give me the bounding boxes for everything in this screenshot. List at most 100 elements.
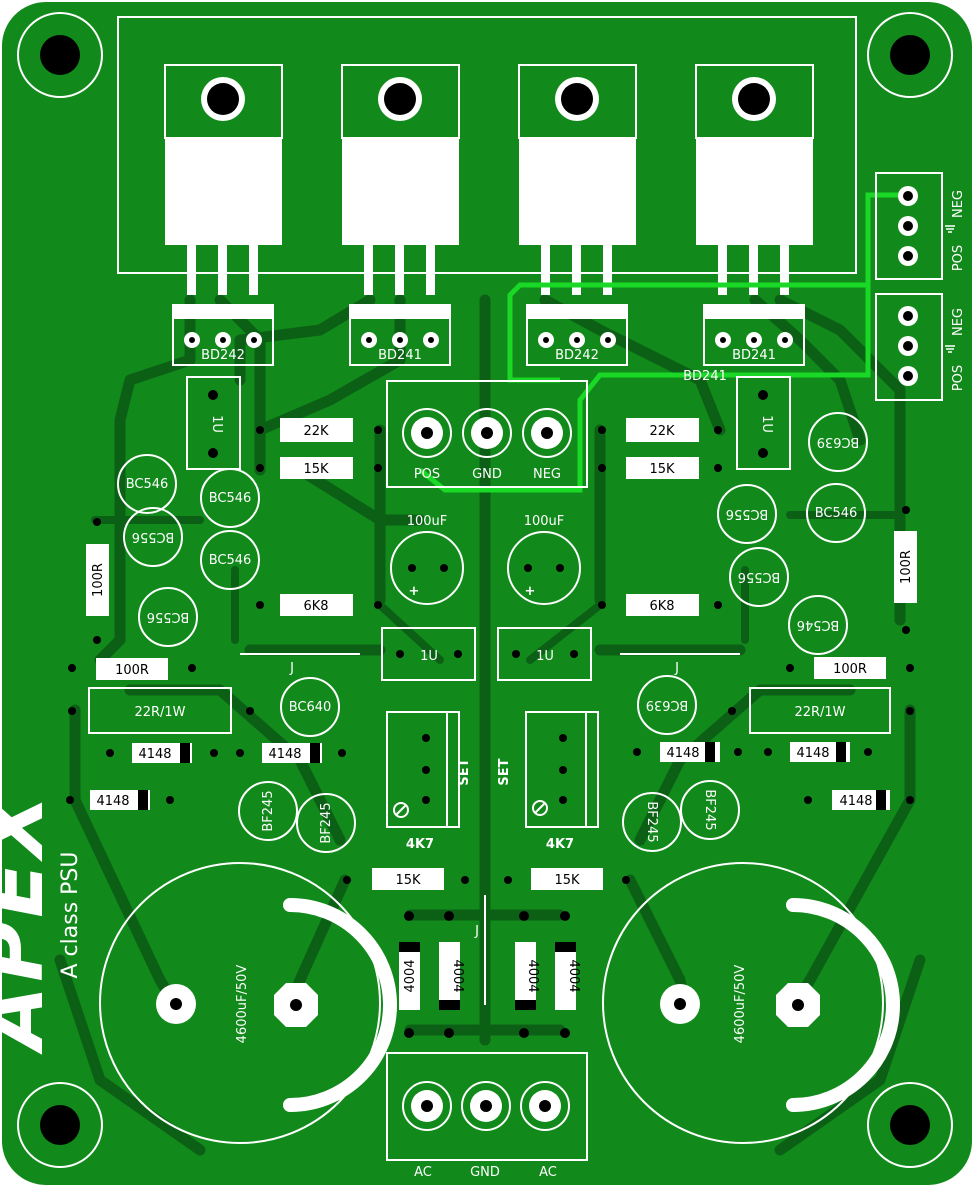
q-bc546-r2: BC546 (788, 595, 848, 655)
cap-1u-vertical-right: 1U (736, 376, 791, 470)
svg-text:6K8: 6K8 (649, 599, 674, 614)
svg-text:15K: 15K (649, 462, 675, 477)
resistor-100r-right-vert: 100R (894, 506, 917, 634)
svg-text:BC546: BC546 (815, 506, 858, 521)
resistor-6k8-right: 6K8 (598, 594, 722, 616)
svg-text:4148: 4148 (839, 794, 872, 809)
mount-hole-br (867, 1082, 953, 1168)
footprint-bd241-2: BD241 (703, 304, 805, 366)
label-pos-upper: POS (951, 245, 966, 271)
mount-hole-tr (867, 12, 953, 98)
resistor-6k8-left: 6K8 (256, 594, 382, 616)
svg-text:+: + (409, 584, 420, 599)
label-bd242-2: BD242 (555, 348, 599, 363)
svg-text:22R/1W: 22R/1W (134, 705, 185, 720)
label-ac-right: AC (539, 1165, 557, 1180)
to220-body-3 (518, 64, 637, 295)
resistor-22r-right: 22R/1W (728, 687, 914, 734)
diode-4004-d: 4004 (555, 911, 581, 1038)
label-neg-upper: NEG (951, 190, 966, 218)
svg-text:BC546: BC546 (126, 477, 169, 492)
label-bd241-2: BD241 (732, 348, 776, 363)
svg-text:BF245: BF245 (702, 789, 717, 830)
svg-text:1U: 1U (536, 649, 554, 664)
mount-hole-tl (17, 12, 103, 98)
svg-text:BC639: BC639 (646, 697, 689, 712)
to220-body-1 (164, 64, 283, 295)
svg-text:1U: 1U (759, 415, 774, 433)
q-bc546-l1: BC546 (117, 454, 177, 514)
label-gnd-top: GND (472, 467, 502, 482)
q-bc639-r1: BC639 (808, 412, 868, 472)
svg-text:BC556: BC556 (726, 506, 769, 521)
resistor-100r-left-horiz: 100R (68, 658, 196, 680)
q-bf245-c: BF245 (622, 792, 682, 852)
svg-text:+: + (525, 584, 536, 599)
resistor-22r-left: 22R/1W (68, 687, 254, 734)
q-bc556-r1: BC556 (717, 484, 777, 544)
svg-text:4148: 4148 (268, 747, 301, 762)
cap-1u-vertical-left: 1U (186, 376, 241, 470)
cap-100uf-left: + 100uF (390, 514, 464, 605)
svg-text:4004: 4004 (566, 959, 581, 992)
svg-text:4148: 4148 (96, 794, 129, 809)
svg-text:SET: SET (497, 758, 512, 785)
label-bd242-1: BD242 (201, 348, 245, 363)
footprint-bd242-1: BD242 (172, 304, 274, 366)
svg-text:6K8: 6K8 (303, 599, 328, 614)
label-neg-top: NEG (533, 467, 561, 482)
svg-text:4600uF/50V: 4600uF/50V (235, 965, 250, 1044)
label-pos-top: POS (414, 467, 440, 482)
diode-4004-b: 4004 (439, 911, 465, 1038)
svg-text:15K: 15K (554, 873, 580, 888)
cap-1u-horiz-left: 1U (381, 627, 476, 681)
q-bc556-l1: BC556 (123, 507, 183, 567)
jumper-label-2: J (674, 661, 679, 676)
power-transistors: BD242 BD241 BD242 BD241 (164, 64, 814, 366)
resistor-15k-bottom-right: 15K (504, 868, 630, 890)
diode-4148-e: 4148 (764, 742, 872, 762)
mount-hole-bl (17, 1082, 103, 1168)
svg-text:4148: 4148 (796, 746, 829, 761)
svg-text:BF245: BF245 (261, 790, 276, 831)
svg-text:BC639: BC639 (817, 434, 860, 449)
q-bc640: BC640 (280, 677, 340, 737)
svg-text:15K: 15K (303, 462, 329, 477)
cap-big-right: 4600uF/50V (602, 862, 900, 1144)
resistor-22k-left: 22K (256, 418, 382, 442)
svg-text:BC546: BC546 (209, 553, 252, 568)
svg-text:4600uF/50V: 4600uF/50V (733, 965, 748, 1044)
svg-text:100R: 100R (115, 663, 149, 678)
to220-body-4 (695, 64, 814, 295)
q-bc556-r2: BC556 (729, 547, 789, 607)
diode-4148-a: 4148 (106, 743, 218, 763)
cap-100uf-right: + 100uF (507, 514, 581, 605)
svg-text:BC640: BC640 (289, 700, 332, 715)
mounting-holes (17, 12, 953, 1168)
svg-text:BC546: BC546 (797, 617, 840, 632)
heatsink-outline (117, 16, 857, 274)
svg-text:1U: 1U (209, 415, 224, 433)
label-neg-lower: NEG (951, 308, 966, 336)
footprint-bd241-1: BD241 (349, 304, 451, 366)
svg-text:SET: SET (457, 758, 472, 785)
svg-text:22K: 22K (303, 424, 329, 439)
svg-text:4K7: 4K7 (546, 837, 574, 852)
connector-top-center: POS GND NEG (386, 380, 588, 488)
resistor-15k-bottom-left: 15K (343, 868, 469, 890)
q-bc556-l2: BC556 (138, 587, 198, 647)
logo-subtitle: A class PSU (58, 852, 83, 979)
diodes-4004: 4004 4004 4004 4004 J (399, 895, 581, 1038)
svg-text:22R/1W: 22R/1W (794, 705, 845, 720)
resistors: 22K 15K 6K8 22K 15K 6K8 100R 100R 100R 1… (68, 418, 917, 890)
svg-text:BF245: BF245 (644, 801, 659, 842)
svg-text:1U: 1U (420, 649, 438, 664)
footprint-bd242-2: BD242 (526, 304, 628, 366)
label-pos-lower: POS (951, 365, 966, 391)
q-bf245-a: BF245 (238, 781, 298, 841)
connector-right-upper: NEG POS (875, 172, 966, 280)
svg-text:4K7: 4K7 (406, 837, 434, 852)
diode-4148-c: 4148 (66, 790, 174, 810)
svg-text:4148: 4148 (138, 747, 171, 762)
